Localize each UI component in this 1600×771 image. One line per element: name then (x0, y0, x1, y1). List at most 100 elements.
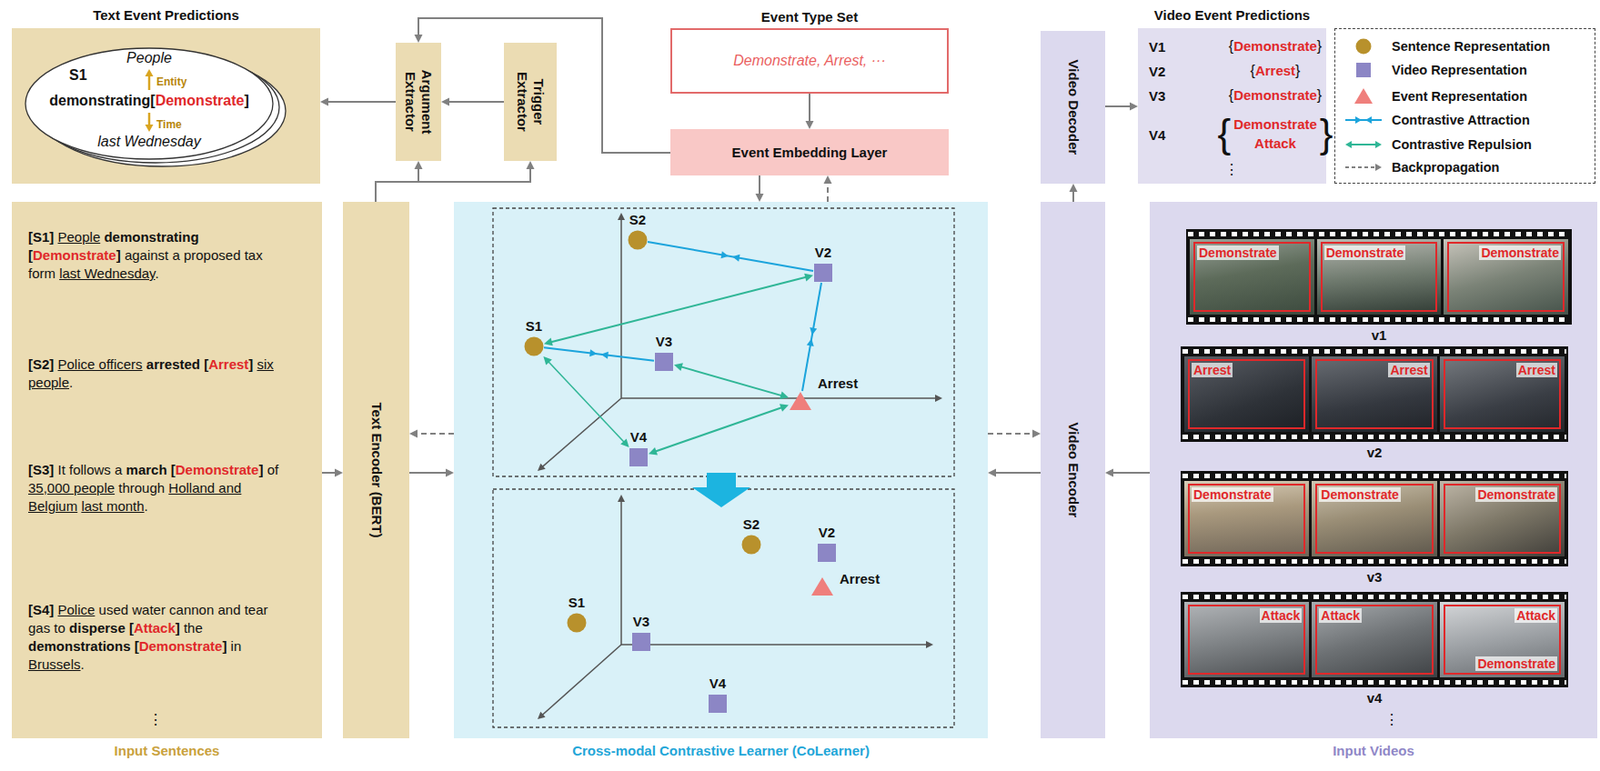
marker-shape (817, 543, 836, 563)
marker-shape (789, 392, 812, 411)
film-strip: DemonstrateDemonstrateDemonstratev3 (1180, 471, 1569, 567)
text-wrap: S1 (69, 67, 88, 84)
detection-label: Demonstrate (1191, 487, 1274, 503)
sentence-text: demonstrating (103, 229, 199, 245)
arrow-head (925, 641, 934, 649)
connector-line (416, 432, 454, 435)
point-label: Arrest (839, 571, 880, 587)
sample-shape (1356, 62, 1371, 78)
detection-label: Demonstrate (1318, 487, 1401, 503)
legend-text: Contrastive Attraction (1391, 112, 1530, 128)
film-strip: AttackAttackAttackDemonstratev4 (1180, 592, 1569, 688)
ellipsis-wrap: ⋮ (148, 711, 163, 729)
point-label-wrap: Arrest (817, 375, 858, 393)
connector-line (647, 241, 814, 272)
module-label: Trigger Extractor (514, 71, 547, 132)
point-label-wrap: S1 (568, 594, 585, 612)
arrow-head (526, 161, 535, 170)
film-strip: ArrestArrestArrestv2 (1180, 346, 1569, 443)
arrow-head (145, 124, 154, 132)
arrow-head (543, 338, 554, 347)
heading: Event Type Set (761, 9, 858, 25)
sample-line (1345, 166, 1377, 169)
legend-text-wrap: Video Representation (1391, 61, 1528, 79)
sentence-text: . (155, 265, 160, 282)
arrow-head (1032, 430, 1041, 439)
brace: { (1228, 38, 1234, 54)
prediction-set: {DemonstrateAttack} (1217, 111, 1333, 156)
backprop-arrow (409, 430, 454, 439)
legend-sample (1343, 60, 1384, 80)
video-marker (628, 447, 649, 468)
caption-wrap: Input Sentences (114, 743, 221, 760)
backprop-arrow (987, 430, 1041, 439)
backprop-arrow (824, 175, 833, 202)
sprocket-holes (1187, 231, 1570, 237)
flow-arrow (322, 469, 343, 478)
connector-line (543, 347, 655, 361)
legend-sample (1343, 110, 1384, 130)
text-wrap: last Wednesday (21, 133, 277, 151)
sprocket-holes (1182, 559, 1567, 564)
arrow-head (809, 327, 817, 336)
embedding-point: V4 (628, 447, 649, 468)
event-type-tag: Arrest (1255, 62, 1296, 79)
heading-wrap: Event Type Set (761, 9, 858, 26)
point-label-wrap: S2 (743, 516, 760, 534)
caption-wrap: v4 (1367, 690, 1383, 707)
brace: } (1295, 62, 1300, 79)
legend-text-wrap: Contrastive Attraction (1391, 111, 1530, 129)
event-type-tag: Demonstrate (1233, 38, 1318, 54)
sentence-text: [S2] (28, 356, 54, 373)
video-marker (631, 632, 652, 653)
vertical-text-wrap: Video Encoder (1065, 209, 1082, 732)
sentence-text: last month (80, 498, 144, 514)
label-wrap: Arrest (1388, 362, 1429, 379)
video-marker (813, 262, 834, 283)
point-label-wrap: S2 (629, 211, 646, 229)
event-marker (810, 576, 835, 597)
heading: Text Event Predictions (92, 7, 240, 23)
sentence-marker (566, 613, 587, 634)
sentence-text: [ (171, 462, 176, 478)
arrow-head (414, 34, 423, 43)
prediction-set: {Demonstrate} (1228, 87, 1322, 104)
event-type-tag: Demonstrate (139, 638, 223, 655)
legend-text: Backpropagation (1391, 160, 1500, 175)
connector-line (418, 18, 671, 153)
sentence-marker (741, 534, 762, 555)
legend-sample (1343, 37, 1384, 56)
arrow-head (805, 120, 815, 130)
embedding-point: Arrest (788, 391, 813, 412)
arrow-head (589, 349, 597, 357)
module-label: Video Decoder (1066, 60, 1082, 156)
marker-shape (654, 352, 674, 372)
legend-text: Video Representation (1391, 62, 1528, 78)
legend-text: Sentence Representation (1391, 39, 1550, 54)
ellipsis-wrap: ⋮ (1384, 711, 1399, 729)
axis (620, 218, 623, 399)
axis (541, 644, 622, 716)
event-type-tag: Demonstrate (175, 462, 260, 478)
brace: { (1250, 62, 1256, 79)
video-frame: Demonstrate (1439, 481, 1565, 557)
detection-label: Arrest (1388, 362, 1429, 378)
sentence-text: [ (28, 247, 33, 263)
sentence-text: ] (221, 638, 227, 655)
module-label: Text Encoder (BERT) (369, 402, 385, 539)
module-box: Argument Extractor (395, 42, 442, 162)
sprocket-holes (1182, 680, 1567, 685)
brace: } (1317, 87, 1322, 103)
event-type-box: Event Type SetDemonstrate, Arrest, ··· (670, 28, 949, 94)
arrow-head (1375, 140, 1382, 149)
sample-line (1345, 119, 1382, 121)
marker-shape (629, 448, 648, 467)
arrow-head (409, 430, 418, 439)
connector-line (551, 277, 806, 343)
sample-shape (1354, 88, 1373, 104)
connector-line (1105, 105, 1131, 108)
connector-line (327, 100, 396, 103)
detection-label: Attack (1318, 608, 1362, 624)
legend-text-wrap: Event Representation (1391, 88, 1528, 105)
point-label-wrap: V4 (630, 429, 647, 446)
